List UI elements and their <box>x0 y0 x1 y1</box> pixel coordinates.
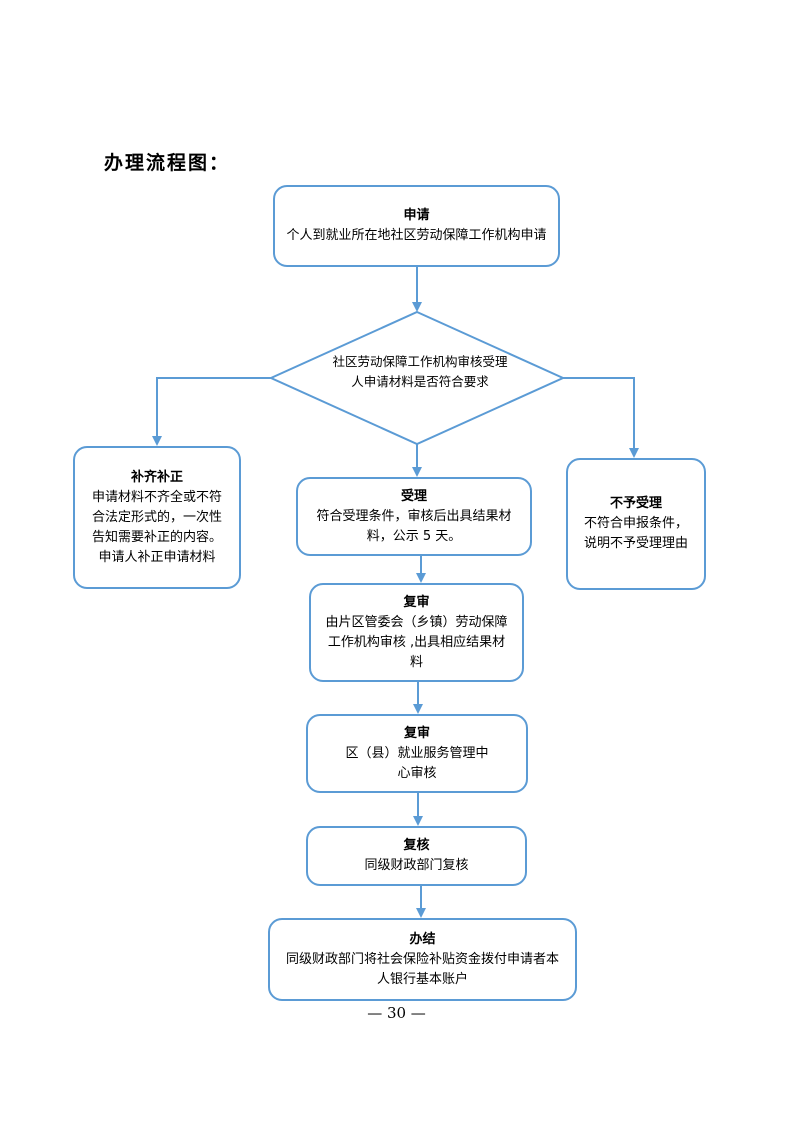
complete-title: 办结 <box>409 931 436 947</box>
recheck-text: 同级财政部门复核 <box>364 858 469 873</box>
review2-box: 复审 区（县）就业服务管理中心审核 <box>306 714 528 793</box>
recheck-title: 复核 <box>403 838 430 853</box>
review1-text: 由片区管委会（乡镇）劳动保障工作机构审核 ,出具相应结果材料 <box>325 614 508 670</box>
reject-box: 不予受理 不符合申报条件，说明不予受理理由 <box>566 458 706 590</box>
review1-box: 复审 由片区管委会（乡镇）劳动保障工作机构审核 ,出具相应结果材料 <box>309 583 524 682</box>
reject-title: 不予受理 <box>609 496 662 511</box>
decision-text: 社区劳动保障工作机构审核受理人申请材料是否符合要求 <box>332 354 508 389</box>
accept-box: 受理 符合受理条件，审核后出具结果材料，公示 5 天。 <box>296 477 532 556</box>
page-heading: 办理流程图： <box>104 152 231 174</box>
review2-text: 区（县）就业服务管理中心审核 <box>345 745 489 781</box>
review1-title: 复审 <box>403 594 430 610</box>
page-number: — 30 — <box>367 1004 426 1022</box>
recheck-box: 复核 同级财政部门复核 <box>306 826 527 886</box>
review2-title: 复审 <box>403 725 430 741</box>
arrow-decision-to-reject <box>563 377 639 458</box>
complete-box: 办结 同级财政部门将社会保险补贴资金拨付申请者本人银行基本账户 <box>268 918 577 1001</box>
supplement-title: 补齐补正 <box>130 469 183 485</box>
apply-text: 个人到就业所在地社区劳动保障工作机构申请 <box>286 228 547 243</box>
accept-title: 受理 <box>400 488 427 504</box>
complete-text: 同级财政部门将社会保险补贴资金拨付申请者本人银行基本账户 <box>285 951 559 987</box>
accept-text: 符合受理条件，审核后出具结果材料，公示 5 天。 <box>316 508 512 544</box>
reject-text: 不符合申报条件，说明不予受理理由 <box>583 516 688 551</box>
arrow-decision-to-supplement <box>152 377 271 446</box>
supplement-box: 补齐补正 申请材料不齐全或不符合法定形式的，一次性告知需要补正的内容。申请人补正… <box>73 446 241 589</box>
supplement-text: 申请材料不齐全或不符合法定形式的，一次性告知需要补正的内容。申请人补正申请材料 <box>91 489 222 565</box>
apply-title: 申请 <box>403 208 430 223</box>
apply-box: 申请 个人到就业所在地社区劳动保障工作机构申请 <box>273 185 560 267</box>
